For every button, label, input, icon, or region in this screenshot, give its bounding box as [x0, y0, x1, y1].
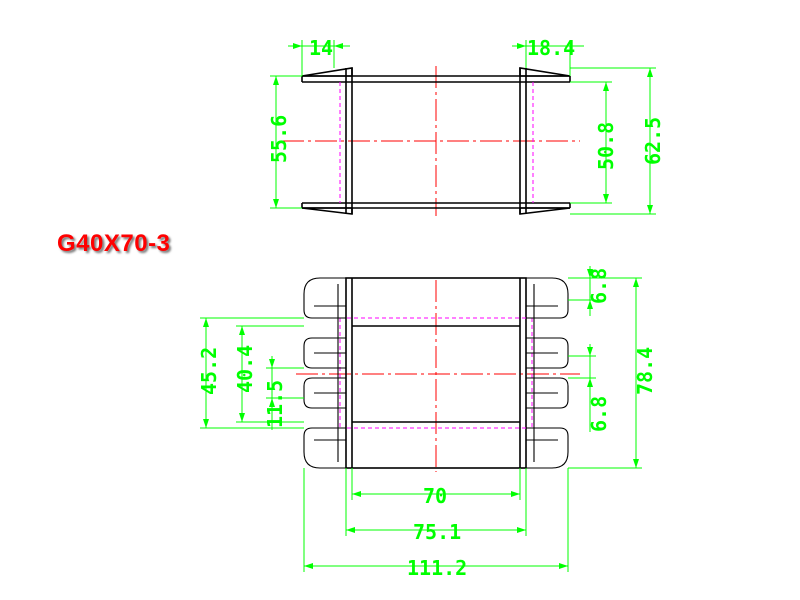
dim-top-inner-height: 55.6 [267, 75, 302, 209]
dim-front-overall-height: 78.4 [568, 277, 657, 469]
dim-text-18-4: 18.4 [527, 36, 575, 60]
dim-height-11-5: 11.5 [263, 356, 304, 430]
dim-text-50-8: 50.8 [594, 122, 618, 170]
dim-text-75-1: 75.1 [413, 520, 461, 544]
dim-top-overall-height: 62.5 [570, 67, 665, 215]
dim-top-slot-pitch: 6.8 [568, 266, 611, 316]
dim-text-6-8-top: 6.8 [587, 268, 611, 304]
dim-text-55-6: 55.6 [267, 115, 291, 163]
dim-inner-width-70: 70 [351, 468, 521, 508]
dim-body-width-75-1: 75.1 [345, 468, 527, 544]
dim-text-6-8-bottom: 6.8 [587, 396, 611, 432]
dim-text-14: 14 [309, 36, 333, 60]
right-pin-tabs [526, 277, 569, 469]
dim-overall-width-111-2: 111.2 [303, 468, 569, 580]
dim-text-78-4: 78.4 [633, 347, 657, 395]
left-pin-tabs [303, 277, 346, 469]
top-view: 14 18.4 55.6 50.8 [267, 36, 665, 216]
dim-text-70: 70 [423, 484, 447, 508]
dim-text-45-2: 45.2 [197, 347, 221, 395]
dim-right-flange-width: 18.4 [512, 36, 584, 76]
dim-height-45-2: 45.2 [197, 317, 304, 429]
dim-height-40-4: 40.4 [233, 325, 304, 423]
part-title: G40X70-3 [57, 230, 171, 257]
dim-text-11-5: 11.5 [263, 380, 287, 428]
dim-text-111-2: 111.2 [407, 556, 467, 580]
dim-text-62-5: 62.5 [641, 117, 665, 165]
dim-bottom-slot-pitch: 6.8 [568, 344, 611, 432]
front-view: 6.8 78.4 6.8 45.2 [197, 266, 657, 580]
top-view-side-walls [339, 68, 534, 214]
dim-core-height: 50.8 [570, 81, 618, 204]
dim-text-40-4: 40.4 [233, 345, 257, 393]
front-view-body [339, 277, 533, 469]
dim-left-flange-width: 14 [288, 36, 350, 76]
